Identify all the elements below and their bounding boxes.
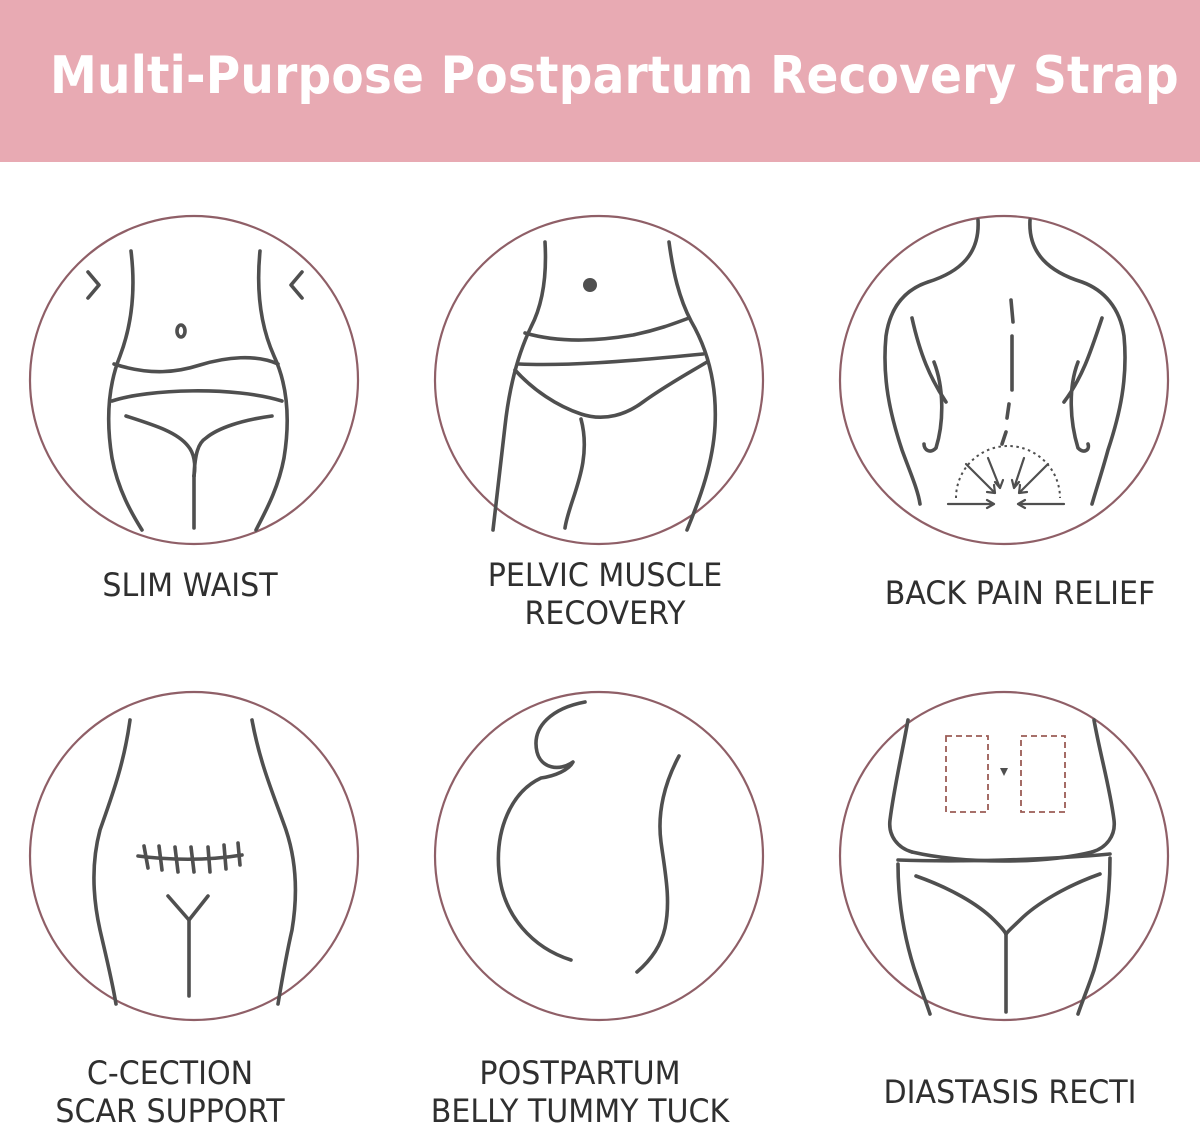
feature-tile-postpartum-belly <box>433 690 765 1022</box>
caption-line: POSTPARTUM <box>479 1054 681 1092</box>
caption-line: PELVIC MUSCLE <box>487 556 723 594</box>
feature-tile-slim-waist <box>28 214 360 546</box>
postpartum-belly-icon <box>433 690 765 1022</box>
header-banner: Multi-Purpose Postpartum Recovery Strap <box>0 0 1200 162</box>
caption-line: SLIM WAIST <box>102 566 278 604</box>
caption-c-section: C-CECTION SCAR SUPPORT <box>29 1054 311 1130</box>
caption-line: RECOVERY <box>524 594 686 632</box>
diastasis-recti-icon <box>838 690 1170 1022</box>
caption-line: BELLY TUMMY TUCK <box>430 1092 730 1130</box>
caption-back-pain: BACK PAIN RELIEF <box>851 574 1189 612</box>
feature-tile-back-pain <box>838 214 1170 546</box>
caption-line: SCAR SUPPORT <box>55 1092 285 1130</box>
c-section-scar-icon <box>28 690 360 1022</box>
caption-diastasis-recti: DIASTASIS RECTI <box>850 1073 1170 1111</box>
caption-pelvic-muscle: PELVIC MUSCLE RECOVERY <box>441 556 770 632</box>
feature-tile-diastasis-recti <box>838 690 1170 1022</box>
feature-tile-pelvic-muscle <box>433 214 765 546</box>
caption-slim-waist: SLIM WAIST <box>68 566 312 604</box>
caption-line: DIASTASIS RECTI <box>883 1073 1137 1111</box>
page-title: Multi-Purpose Postpartum Recovery Strap <box>50 46 1179 106</box>
back-pain-icon <box>838 214 1170 546</box>
feature-tile-c-section <box>28 690 360 1022</box>
caption-postpartum-belly: POSTPARTUM BELLY TUMMY TUCK <box>411 1054 749 1130</box>
pelvic-muscle-icon <box>433 214 765 546</box>
slim-waist-icon <box>28 214 360 546</box>
caption-line: C-CECTION <box>86 1054 254 1092</box>
caption-line: BACK PAIN RELIEF <box>884 574 1156 612</box>
